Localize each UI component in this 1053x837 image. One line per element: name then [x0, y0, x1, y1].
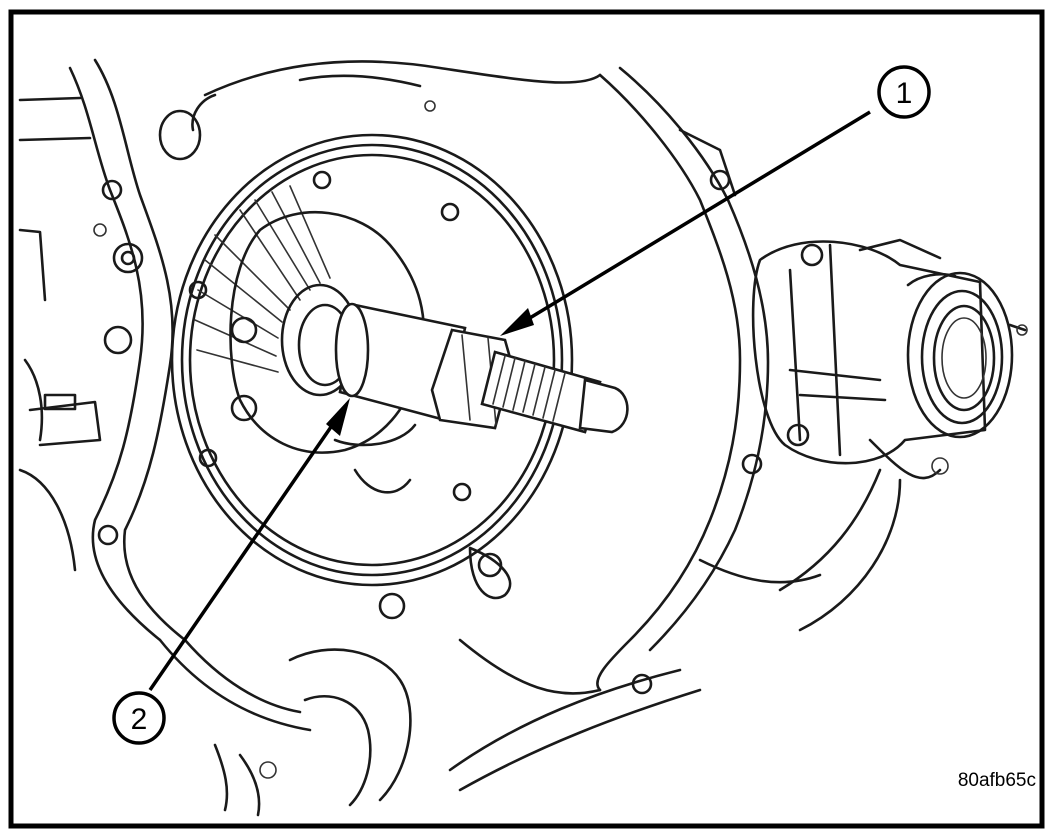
callout-1-number: 1: [896, 77, 913, 110]
callout-2-number: 2: [131, 703, 148, 736]
transmission-housing-illustration: [18, 58, 1028, 817]
callout-2-circle: [112, 691, 166, 745]
callout-2-arrowhead: [326, 398, 350, 436]
callout-1: 1: [500, 65, 931, 336]
callout-1-circle: [877, 65, 931, 119]
diagram-frame: [8, 9, 1045, 829]
callout-1-leader: [509, 110, 871, 332]
callout-2-leader: [148, 407, 346, 691]
callout-1-arrowhead: [500, 308, 534, 336]
callout-2: 2: [112, 398, 350, 745]
figure-id: 80afb65c: [958, 770, 1036, 791]
